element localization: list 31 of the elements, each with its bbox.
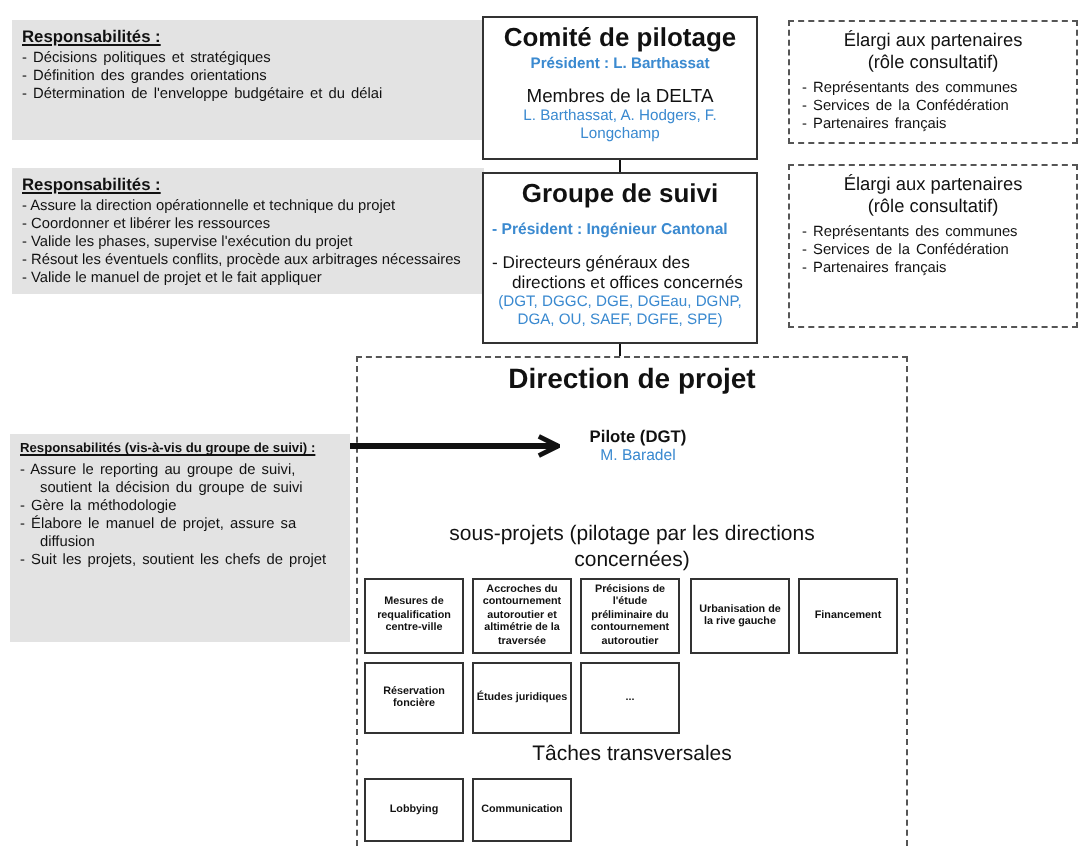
subproject-box: [472, 662, 572, 734]
connector-line: [619, 343, 621, 357]
task-box: [472, 778, 572, 842]
panel-heading: Responsabilités :: [22, 174, 163, 196]
pilot-title: Pilote (DGT): [587, 426, 689, 446]
committee-box: [482, 16, 758, 160]
section-heading: sous-projets (pilotage par les directions concernées): [447, 522, 817, 574]
responsibility-panel: [10, 434, 350, 642]
subproject-box: [798, 578, 898, 654]
members-heading: Membres de la DELTA: [524, 84, 716, 106]
responsibility-panel: [12, 20, 484, 140]
group-box: [482, 172, 758, 344]
panel-heading: Responsabilités :: [22, 26, 163, 48]
bullet-item: - Directeurs généraux des directions et offices concernés: [492, 252, 745, 292]
box-title: Comité de pilotage: [501, 22, 739, 54]
subproject-box: [580, 662, 680, 734]
connector-line: [619, 159, 621, 173]
subproject-box: [364, 578, 464, 654]
container-title: Direction de projet: [506, 362, 758, 396]
project-direction-container: [356, 356, 908, 848]
arrow: [350, 434, 561, 458]
partners-box: [788, 20, 1078, 144]
subproject-box: [690, 578, 790, 654]
box-heading: Élargi aux partenaires (rôle consultatif): [841, 30, 1025, 74]
box-title: Groupe de suivi: [519, 178, 721, 210]
partners-box: [788, 164, 1078, 328]
subproject-box: [364, 662, 464, 734]
responsibility-panel: [12, 168, 484, 294]
box-heading: Élargi aux partenaires (rôle consultatif): [841, 174, 1025, 218]
section-heading: Tâches transversales: [530, 742, 734, 768]
task-box: [364, 778, 464, 842]
